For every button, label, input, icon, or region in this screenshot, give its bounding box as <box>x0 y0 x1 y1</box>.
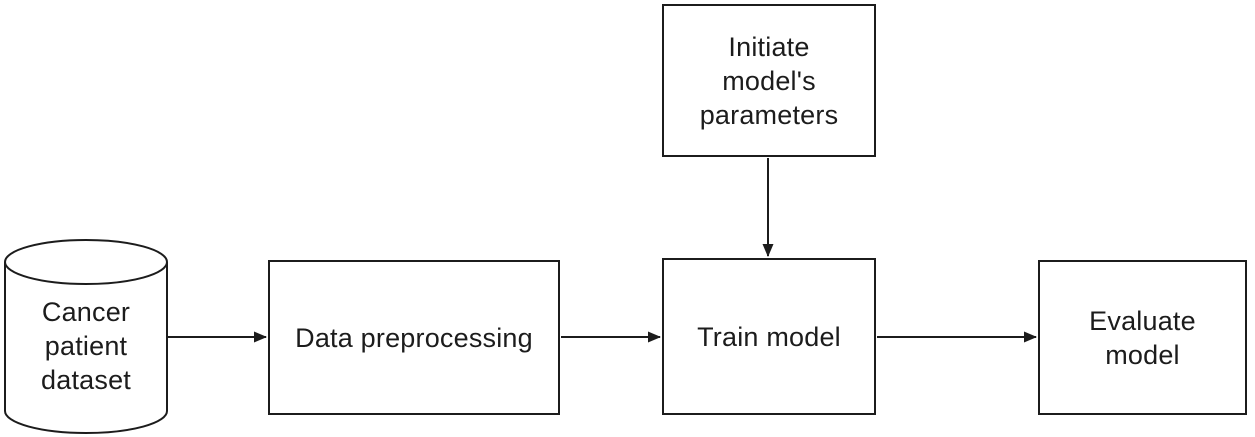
node-initiate-model-parameters: Initiate model's parameters <box>662 4 876 157</box>
node-cancer-patient-dataset-label: Cancer patient dataset <box>41 297 131 395</box>
node-data-preprocessing: Data preprocessing <box>268 260 560 415</box>
dataset-cylinder-top <box>4 239 168 285</box>
node-evaluate-model: Evaluate model <box>1038 260 1247 415</box>
node-train-model-label: Train model <box>697 321 841 352</box>
node-evaluate-model-label: Evaluate model <box>1089 305 1196 370</box>
node-train-model: Train model <box>662 258 876 415</box>
node-cancer-patient-dataset: Cancer patient dataset <box>5 240 167 437</box>
node-data-preprocessing-label: Data preprocessing <box>295 322 533 353</box>
dataset-cylinder-body <box>4 262 168 434</box>
node-initiate-model-parameters-label: Initiate model's parameters <box>699 31 839 130</box>
